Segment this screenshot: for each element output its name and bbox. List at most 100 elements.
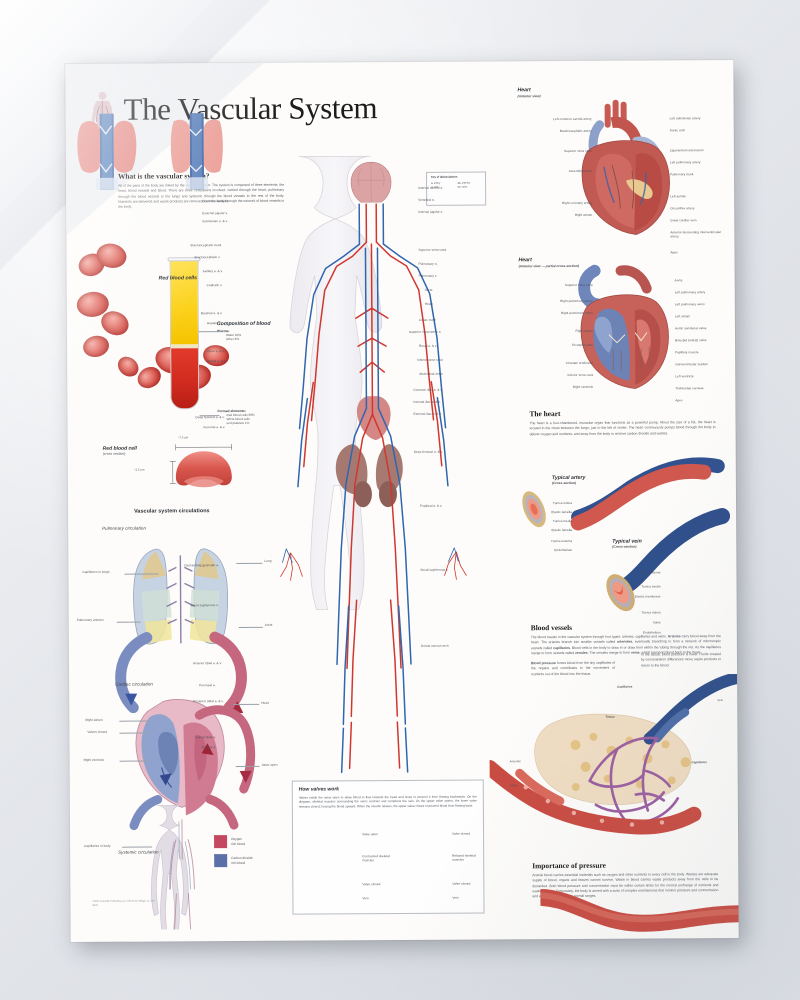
cardiac-circulation-label: Cardiac circulation: [115, 681, 153, 687]
heart-label: Superior vena cava: [564, 282, 593, 288]
heart-label: Left atrium: [674, 314, 691, 319]
artery-label: Elastic lamella: [551, 509, 573, 515]
legend-label-line1: Carbon dioxide: [231, 856, 253, 861]
rbc-cross-section-art: [168, 441, 240, 497]
capillary-bed-art: [482, 671, 739, 872]
figure-label: Small saphenous v.: [420, 567, 449, 572]
figure-label: Peroneal a.: [199, 683, 216, 688]
valves-closed-label: Valves closed: [87, 729, 108, 734]
how-valves-work-box: How valves work Valves inside the veins …: [291, 779, 485, 915]
tube-plasma-layer: [170, 259, 199, 345]
heart-label: Aortic arch: [669, 128, 686, 133]
legend-swatch: [214, 854, 228, 868]
tube-glass: [169, 259, 200, 410]
figure-label: Common carotid a.: [202, 199, 230, 204]
rbc-cross-section-caption: Red blood cell (cross section): [103, 446, 137, 456]
figure-label: Deep femoral a. & v.: [195, 415, 225, 420]
valves-heading: How valves work: [298, 786, 340, 793]
pulmonary-arteries-label: Pulmonary arteries: [76, 617, 104, 622]
heart-label: Left pulmonary artery: [669, 160, 701, 165]
valve-label: Valve closed: [362, 882, 381, 887]
right-atrium-label: Right atrium: [85, 717, 103, 722]
heart-label: Right ventricle: [572, 384, 594, 389]
figure-label: Internal jugular v.: [418, 209, 443, 214]
vein-label: Elastic membrane: [634, 594, 661, 599]
circulation-legend: Oxygen rich blood Carbon dioxide rich bl…: [214, 835, 253, 873]
heart-label: Right pulmonary artery: [560, 298, 593, 304]
vein-label: Tunica intima: [641, 610, 661, 615]
blood-vessels-heading: Blood vessels: [530, 622, 573, 633]
vein-label: Tunica externa: [639, 570, 661, 575]
legend-item-oxygen-rich: Oxygen rich blood: [214, 835, 253, 849]
arteriole-label: Arteriole: [509, 759, 521, 764]
vein-label: Vein: [717, 698, 724, 703]
figure-label: Internal iliac a. & v.: [413, 399, 441, 404]
figure-label: Descending genicular a.: [184, 563, 220, 568]
figure-label: Cephalic v.: [206, 283, 223, 288]
systemic-circulation-label: Systemic circulation: [118, 849, 159, 855]
figure-label: Pulmonary v.: [418, 273, 438, 278]
heart-label: Left common carotid artery: [553, 116, 592, 122]
valve-label: Relaxed skeletal muscles: [452, 853, 476, 862]
red-blood-cells-caption: Red blood cells: [158, 275, 197, 282]
figure-label: Common iliac a. & v.: [413, 387, 443, 392]
heart-label: Brachiocephalic artery: [559, 128, 592, 134]
legend-item-co2-rich: Carbon dioxide rich blood: [214, 854, 253, 868]
heart-label: Aorta: [674, 278, 683, 283]
figure-label: Renal a. & v.: [419, 343, 438, 348]
vascular-system-poster: The Vascular System What is the vascular…: [65, 59, 739, 943]
tube-red-cell-layer: [171, 347, 199, 409]
circulation-diagram-art: [86, 519, 297, 938]
the-heart-body: The heart is a four-chambered, muscular …: [529, 420, 716, 436]
valve-label: Valve closed: [452, 881, 471, 886]
figure-label: Vertebral a.: [418, 197, 435, 202]
figure-label: Abdominal aorta: [419, 371, 443, 376]
heart-label: Great cardiac vein: [670, 218, 697, 223]
figure-label: Heart: [424, 301, 433, 306]
figure-label: Superior vena cava: [418, 247, 447, 252]
heart-label: Left pulmonary artery: [674, 290, 706, 295]
legend-swatch: [214, 835, 228, 849]
heart-label: Inferior vena cava: [567, 372, 594, 377]
figure-label: External iliac a. & v.: [413, 411, 442, 416]
rbc-width-label: ~7.5 μm: [177, 435, 189, 440]
figure-label: Brachiocephalic trunk: [190, 243, 222, 248]
heart-label: Left subclavian artery: [669, 116, 701, 121]
heart-label: Right atrium: [574, 212, 593, 217]
section-blood-vessels: Blood vessels The blood travels in the v…: [531, 622, 721, 656]
valve-mechanism-art: [74, 111, 250, 192]
figure-label: Aorta: [424, 287, 433, 292]
vein-label: Tunica media: [641, 584, 661, 589]
capillary-label: Capillaries: [617, 684, 633, 689]
artery-label: Endothelium: [554, 547, 573, 553]
heart-label: Ligamentum arteriosum: [669, 148, 704, 153]
figure-label: Superior mesenteric a.: [408, 329, 442, 334]
artery-label: Tunica media: [552, 518, 573, 524]
pulmonary-circulation-label: Pulmonary circulation: [102, 525, 147, 531]
artery-vein-cross-section-art: [508, 456, 731, 617]
heart-label: Circumflex artery: [670, 206, 695, 211]
heart-label: Papillary muscle: [675, 350, 699, 355]
figure-label: Celiac trunk: [418, 317, 436, 322]
valve-label: Contracted skeletal muscles: [362, 854, 390, 863]
capillary-label: Capillaries: [691, 760, 707, 765]
artery-label: Elastic lamella: [551, 527, 573, 533]
figure-label: Posterior tibial a. & v.: [193, 699, 224, 704]
typical-vein-caption: Typical vein (Cross-section): [612, 539, 642, 549]
section-the-heart: The heart The heart is a four-chambered,…: [529, 408, 715, 437]
figure-label: Ulnar a. & v.: [207, 349, 225, 354]
valve-label: Valve open: [362, 832, 378, 837]
heart-label: Trabeculae carneae: [675, 386, 704, 391]
copyright-text: ©2005 Scientific Publishing Ltd., Elk Gr…: [92, 899, 155, 907]
heart-label: Tricuspid valve: [571, 342, 594, 347]
vein-subtitle: (Cross-section): [612, 544, 637, 549]
figure-label: Hepatic v.: [206, 321, 222, 326]
heart-label: Right coronary artery: [561, 200, 593, 206]
heart-label: Anterior descending interventricular art…: [670, 230, 722, 239]
typical-artery-caption: Typical artery (Cross-section): [552, 475, 586, 485]
legend-label-line2: rich blood: [231, 841, 245, 846]
legend-label-line2: rich blood: [231, 860, 246, 865]
figure-label: Great saphenous v.: [190, 603, 219, 608]
artery-label: Artery: [509, 783, 518, 788]
